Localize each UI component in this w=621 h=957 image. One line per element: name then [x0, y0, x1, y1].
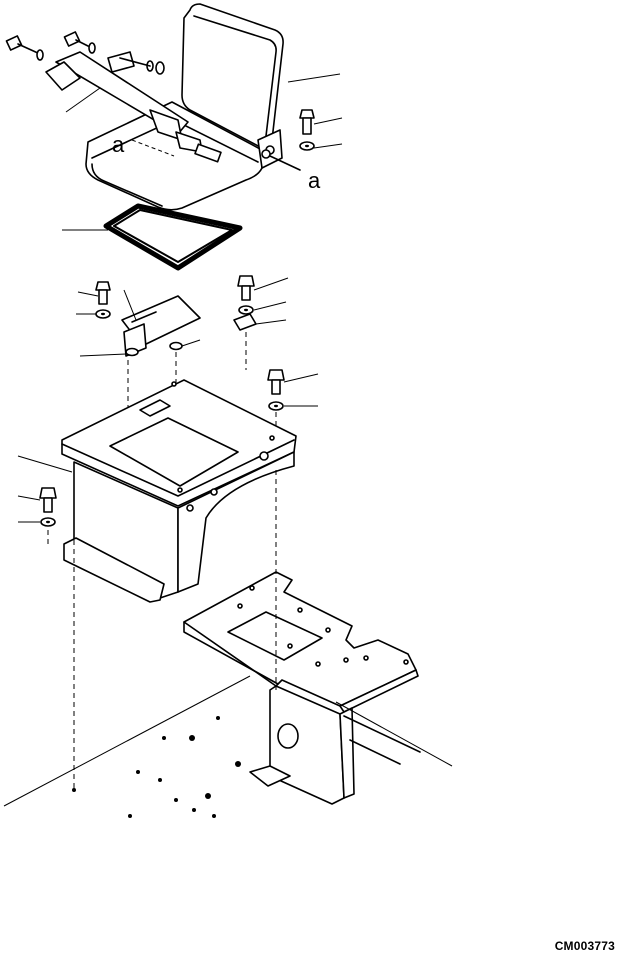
seat-gasket: [62, 203, 243, 271]
floor-bracket: [3, 470, 453, 818]
bolt-icon: [267, 369, 285, 395]
washer-icon: [40, 517, 56, 527]
seat-stand-side: [177, 451, 295, 593]
washer-icon: [268, 401, 284, 411]
bolt-icon: [5, 35, 44, 61]
callout-a-top: a: [112, 132, 125, 157]
mount-hardware: [76, 275, 319, 440]
bolt-icon: [39, 487, 57, 513]
washer-icon: [238, 305, 254, 315]
washer-icon: [299, 141, 315, 151]
bolt-icon: [63, 31, 96, 54]
seat-assembly: a a: [5, 3, 343, 211]
bolt-icon: [299, 109, 315, 135]
washer-icon: [95, 309, 111, 319]
seat-stand: [17, 379, 297, 603]
drawing-code-label: CM003773: [554, 939, 615, 953]
bolt-icon: [237, 275, 255, 301]
callout-a-side: a: [308, 168, 321, 193]
bolt-icon: [95, 281, 111, 305]
